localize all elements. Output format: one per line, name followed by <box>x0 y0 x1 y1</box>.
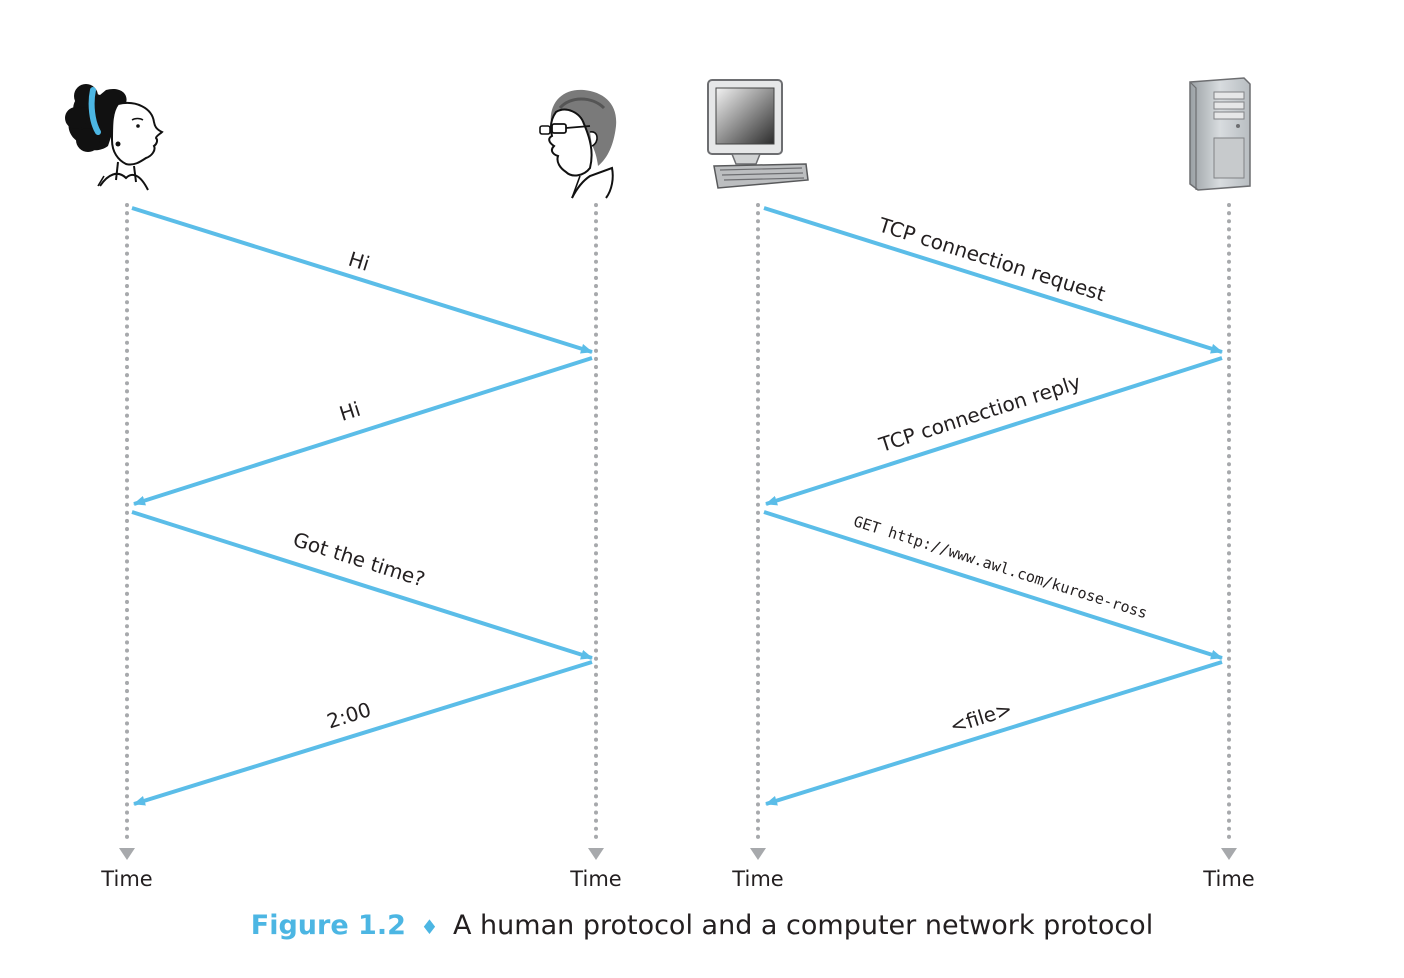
diamond-separator-icon: ♦ <box>420 915 439 939</box>
message-label-hi-2: Hi <box>336 397 363 426</box>
message-label-tcp-request: TCP connection request <box>875 212 1108 306</box>
server-tower-icon <box>1189 77 1251 191</box>
message-label-get: GET http://www.awl.com/kurose-ross <box>851 512 1149 622</box>
timeline-man-arrowhead <box>588 848 604 860</box>
message-arrow-hi-1 <box>131 206 593 354</box>
message-arrow-got-the-time <box>131 510 593 660</box>
caption-text: A human protocol and a computer network … <box>453 910 1154 941</box>
message-arrow-hi-2 <box>133 356 593 506</box>
message-label-2-00: 2:00 <box>324 697 374 733</box>
figure-number: Figure 1.2 <box>250 910 406 941</box>
message-label-file: <file> <box>947 696 1015 738</box>
figure-caption: Figure 1.2 ♦ A human protocol and a comp… <box>0 910 1404 941</box>
message-arrow-2-00 <box>133 660 593 806</box>
message-label-got-the-time: Got the time? <box>290 527 428 591</box>
message-arrow-tcp-reply <box>765 356 1223 506</box>
time-label-server: Time <box>1202 867 1254 891</box>
timeline-woman-arrowhead <box>119 848 135 860</box>
message-label-hi-1: Hi <box>346 247 373 276</box>
time-label-computer: Time <box>731 867 783 891</box>
message-arrow-file <box>765 660 1223 806</box>
time-label-woman: Time <box>100 867 152 891</box>
message-arrow-get <box>763 510 1223 660</box>
woman-icon <box>65 84 164 191</box>
time-label-man: Time <box>569 867 621 891</box>
timeline-computer-arrowhead <box>750 848 766 860</box>
timeline-server-arrowhead <box>1221 848 1237 860</box>
man-icon <box>539 89 617 199</box>
desktop-computer-icon <box>707 79 809 189</box>
message-arrow-tcp-request <box>763 206 1223 354</box>
